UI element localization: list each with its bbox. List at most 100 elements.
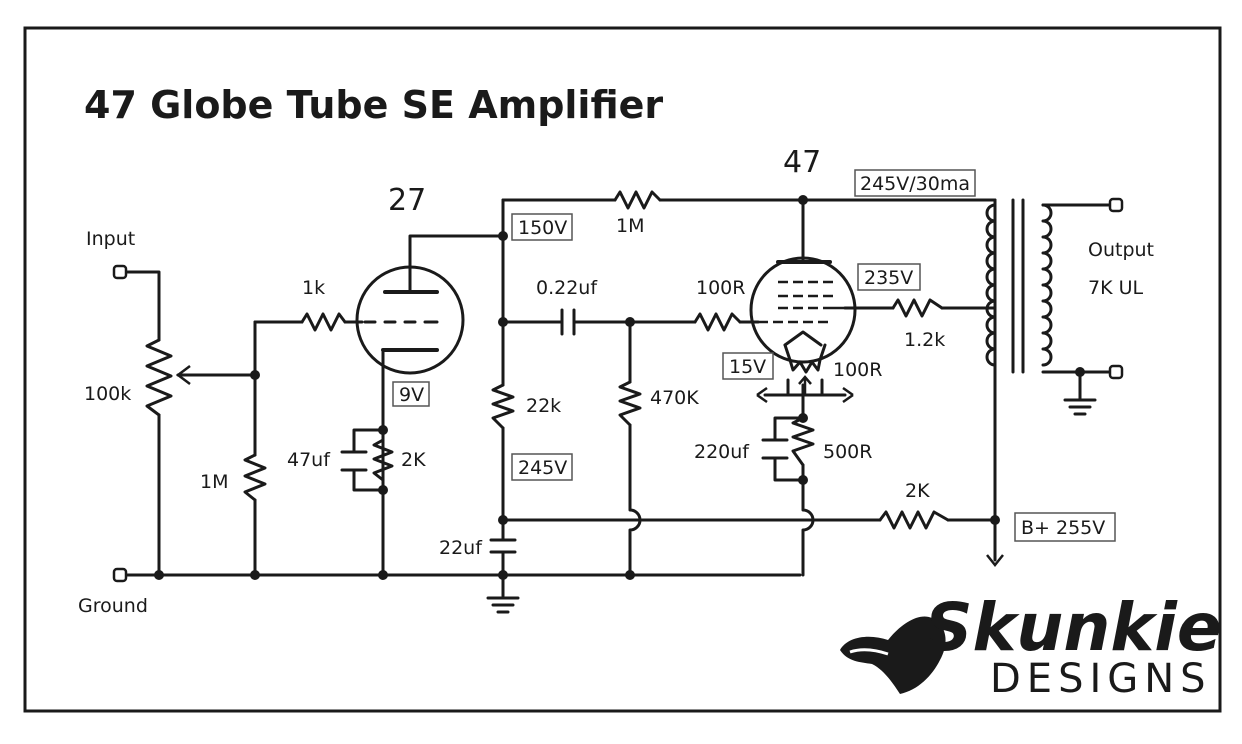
label-500r: 500R (823, 441, 872, 463)
junction (498, 231, 508, 241)
junction (798, 475, 808, 485)
box-9v (392, 381, 430, 407)
label-output-spec: 7K UL (1088, 277, 1143, 299)
voltage-245v-30ma: 245V/30ma (860, 173, 970, 195)
junction (798, 413, 808, 423)
label-output: Output (1088, 239, 1154, 261)
tube-label-27: 27 (388, 183, 426, 218)
resistor-1-2k (891, 298, 944, 318)
resistor-22k (491, 383, 515, 430)
label-1m-grid: 1M (200, 471, 228, 493)
cap-22uf (489, 538, 517, 554)
resistor-100k (145, 338, 173, 417)
tube-47-envelope (749, 256, 857, 364)
label-2k-cathode: 2K (401, 449, 426, 471)
output-transformer (985, 198, 1053, 374)
junction (250, 570, 260, 580)
wire-cathode-47-hop (801, 463, 815, 577)
resistor-100r-grid (693, 312, 742, 332)
resistor-2k-cathode (372, 438, 394, 482)
junction (990, 515, 1000, 525)
tube-47-filament (783, 330, 823, 347)
wire-470k-hop (628, 423, 642, 577)
wire-47uf-branch (352, 428, 385, 492)
voltage-245v: 245V (518, 457, 567, 479)
capacitors (340, 308, 789, 554)
output-terminal-hot (1108, 197, 1124, 213)
junction (1075, 367, 1085, 377)
ground-symbol-main (486, 596, 520, 614)
label-100k: 100k (84, 383, 131, 405)
hum-wiper (798, 375, 812, 395)
box-235v (857, 263, 921, 291)
brand-name: Skunkie (925, 589, 1222, 666)
box-245v-30ma (854, 169, 976, 197)
label-input: Input (86, 228, 135, 250)
output-terminal-common (1108, 364, 1124, 380)
box-15v (722, 352, 774, 380)
junction (625, 570, 635, 580)
terminals (112, 197, 1124, 583)
cap-220uf (761, 438, 789, 460)
label-470k: 470K (650, 387, 699, 409)
box-bplus (1014, 512, 1116, 542)
resistor-500r (791, 416, 815, 467)
label-100r-hum: 100R (833, 359, 882, 381)
label-100r-grid: 100R (696, 277, 745, 299)
transformer-core (1011, 198, 1025, 374)
label-1m-feedback: 1M (616, 215, 644, 237)
label-0-22uf: 0.22uf (536, 277, 598, 299)
ground-symbol-output (1063, 398, 1097, 416)
junction (378, 485, 388, 495)
junction (378, 570, 388, 580)
junction (498, 317, 508, 327)
voltage-15v: 15V (729, 356, 766, 378)
resistor-1k (300, 312, 347, 332)
box-150v (511, 213, 573, 241)
label-22uf: 22uf (439, 537, 483, 559)
voltage-labels: 150V 9V 245V 245V/30ma 235V 15V B+ 255V (392, 169, 1116, 542)
label-1k: 1k (302, 277, 325, 299)
voltage-150v: 150V (518, 217, 567, 239)
wire-plate-27 (408, 234, 505, 294)
resistor-1m-grid (243, 453, 267, 502)
wiper-arrow (175, 365, 191, 385)
label-ground: Ground (78, 595, 148, 617)
wires (122, 198, 1117, 598)
hum-arrows (756, 386, 854, 404)
junction (250, 370, 260, 380)
cap-47uf (340, 450, 368, 472)
bplus-arrow (986, 554, 1004, 568)
tube-label-47: 47 (783, 145, 821, 180)
resistor-470k (618, 380, 642, 427)
diagram-title: 47 Globe Tube SE Amplifier (84, 83, 663, 127)
tube-27-envelope (355, 265, 465, 375)
skunk-icon (840, 616, 946, 694)
voltage-bplus: B+ 255V (1021, 517, 1105, 539)
junction (498, 515, 508, 525)
wire-input (122, 270, 161, 342)
cap-0-22uf (560, 308, 576, 336)
resistor-1m-feedback (613, 190, 662, 210)
junction (154, 570, 164, 580)
label-47uf: 47uf (287, 449, 331, 471)
label-2k-dropping: 2K (905, 480, 930, 502)
box-245v (511, 453, 573, 481)
voltage-9v: 9V (399, 384, 424, 406)
label-22k: 22k (526, 395, 561, 417)
skunk-stripe (849, 648, 889, 656)
resistor-100r-hum (788, 358, 822, 374)
junctions (154, 195, 1085, 580)
wire-filament (783, 343, 827, 362)
tube-27 (355, 265, 465, 375)
skunkie-logo: Skunkie DESIGNS (840, 589, 1222, 702)
label-1-2k: 1.2k (904, 329, 945, 351)
junction (378, 425, 388, 435)
secondary-winding (1041, 203, 1053, 367)
resistors (145, 190, 950, 530)
ground-terminal (112, 567, 128, 583)
junction (498, 570, 508, 580)
component-labels: Input Ground 100k 1M 1k 47uf 2K 1M 22k 2… (78, 215, 1154, 617)
